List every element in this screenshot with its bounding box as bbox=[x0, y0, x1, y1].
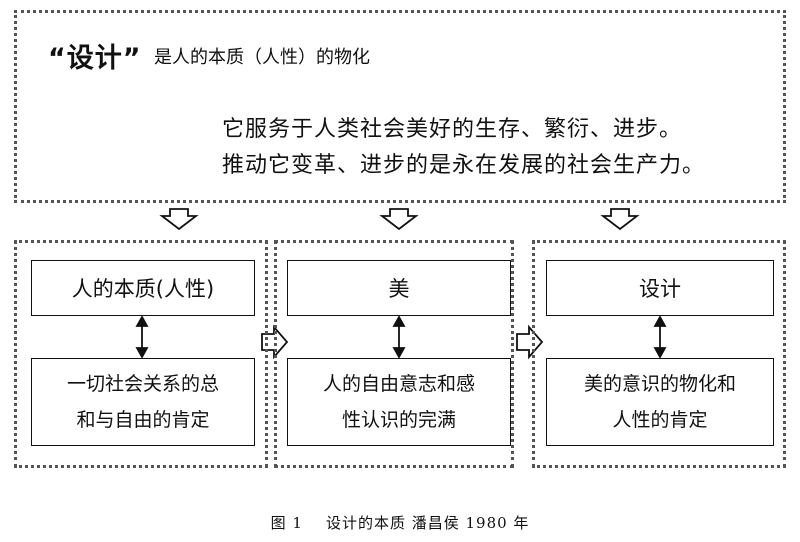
node-design: 设计 bbox=[546, 260, 774, 316]
right-arrow-2 bbox=[516, 324, 544, 360]
definition-text: 是人的本质（人性）的物化 bbox=[154, 47, 370, 68]
double-arrow-2-bottom bbox=[392, 347, 406, 359]
node-human-nature-label: 人的本质(人性) bbox=[71, 277, 215, 301]
node-materialization-line1: 美的意识的物化和 bbox=[583, 373, 736, 395]
column-beauty bbox=[274, 240, 514, 468]
quoted-term: “设计” bbox=[48, 43, 142, 74]
node-social-relations-line2: 和与自由的肯定 bbox=[76, 409, 210, 431]
figure-caption: 图 1 设计的本质 潘昌侯 1980 年 bbox=[270, 514, 530, 532]
column-design bbox=[532, 240, 786, 468]
node-free-will: 人的自由意志和感 性认识的完满 bbox=[287, 358, 511, 446]
header-box bbox=[14, 10, 786, 203]
down-arrow-1 bbox=[159, 208, 199, 231]
down-arrow-2 bbox=[379, 208, 419, 231]
node-beauty: 美 bbox=[287, 260, 511, 316]
double-arrow-3-bottom bbox=[653, 347, 667, 359]
node-free-will-line1: 人的自由意志和感 bbox=[322, 373, 475, 395]
node-materialization-line2: 人性的肯定 bbox=[612, 409, 708, 431]
node-social-relations: 一切社会关系的总 和与自由的肯定 bbox=[31, 358, 255, 446]
double-arrow-3-top bbox=[653, 315, 667, 327]
node-human-nature: 人的本质(人性) bbox=[31, 260, 255, 316]
double-arrow-1-bottom bbox=[135, 347, 149, 359]
statement-line-2: 推动它变革、进步的是永在发展的社会生产力。 bbox=[222, 153, 706, 178]
node-materialization: 美的意识的物化和 人性的肯定 bbox=[546, 358, 774, 446]
double-arrow-1-top bbox=[135, 315, 149, 327]
node-design-label: 设计 bbox=[639, 277, 681, 301]
node-free-will-line2: 性认识的完满 bbox=[341, 409, 456, 431]
node-social-relations-line1: 一切社会关系的总 bbox=[66, 373, 219, 395]
column-human-nature bbox=[14, 240, 268, 468]
double-arrow-2-top bbox=[392, 315, 406, 327]
node-beauty-label: 美 bbox=[388, 277, 410, 301]
statement-line-1: 它服务于人类社会美好的生存、繁衍、进步。 bbox=[222, 117, 683, 142]
down-arrow-3 bbox=[600, 208, 640, 231]
